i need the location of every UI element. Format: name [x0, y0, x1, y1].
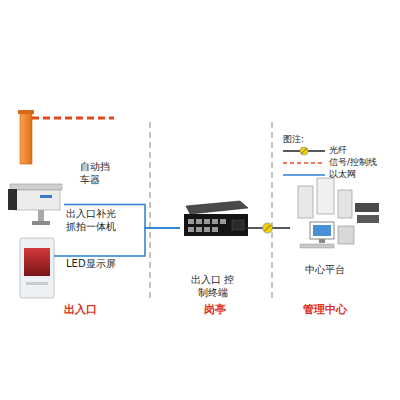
zone-separator — [149, 122, 150, 300]
device-label: 自动挡 车器 — [80, 160, 120, 186]
server-tower — [338, 190, 352, 218]
led-display: LED显示屏 — [18, 238, 54, 298]
barrier-arm — [32, 117, 114, 120]
camera-hood — [10, 184, 62, 190]
capture-camera: 出入口补光 抓拍一体机 — [8, 178, 64, 226]
zone-label: 岗亭 — [204, 303, 226, 316]
terminal-port — [204, 227, 210, 232]
fiber-symbol — [263, 223, 273, 233]
legend-text: 以太网 — [329, 169, 356, 180]
legend-line-sample — [283, 146, 325, 156]
terminal-port — [204, 219, 210, 224]
led-screen — [24, 248, 50, 276]
legend-line — [283, 174, 325, 176]
fiber-symbol-mark — [265, 225, 271, 231]
legend-row: 光纤 — [283, 145, 347, 156]
legend-row: 以太网 — [283, 169, 356, 180]
legend-line — [283, 162, 325, 164]
camera-lens — [8, 189, 17, 210]
legend-line-sample — [283, 170, 325, 180]
terminal-top — [186, 201, 248, 214]
storage-unit — [355, 203, 379, 212]
barrier-post — [20, 112, 32, 164]
barrier-cap — [18, 110, 34, 114]
keyboard — [300, 244, 334, 248]
center-platform: 中心平台 — [290, 178, 380, 253]
terminal-port — [188, 219, 194, 224]
server-tower — [317, 178, 334, 214]
terminal-port — [212, 219, 218, 224]
monitor-screen — [313, 225, 331, 236]
camera-badge — [40, 195, 52, 198]
camera-bracket — [38, 210, 44, 222]
legend-text: 光纤 — [329, 145, 347, 156]
terminal-port — [196, 227, 202, 232]
server-tower — [298, 186, 313, 218]
terminal-front — [184, 214, 248, 236]
zone-label: 管理中心 — [303, 303, 347, 316]
device-label: 中心平台 — [300, 263, 350, 276]
terminal-port — [196, 219, 202, 224]
control-terminal: 出入口 控制终端 — [180, 200, 245, 240]
fiber-symbol-mark — [301, 148, 307, 154]
terminal-port — [188, 227, 194, 232]
monitor — [310, 222, 334, 239]
terminal-panel — [232, 220, 244, 230]
workstation — [338, 226, 354, 244]
device-label: LED显示屏 — [66, 257, 146, 270]
legend-text: 信号/控制线 — [329, 157, 377, 168]
terminal-port — [220, 219, 226, 224]
led-panel — [20, 238, 54, 298]
fiber-symbol-circle — [263, 223, 273, 233]
legend-heading: 图注: — [283, 133, 304, 146]
storage-unit — [357, 215, 379, 223]
fiber-symbol — [300, 147, 308, 155]
led-slot — [26, 282, 48, 285]
legend-row: 信号/控制线 — [283, 157, 377, 168]
legend-line-sample — [283, 158, 325, 168]
camera-base — [32, 221, 50, 225]
zone-label: 出入口 — [64, 303, 97, 316]
device-label: 出入口 控制终端 — [188, 273, 238, 299]
camera-body — [14, 190, 60, 210]
barrier-gate: 自动挡 车器 — [15, 110, 45, 205]
zone-separator — [271, 122, 272, 300]
device-label: 出入口补光 抓拍一体机 — [66, 207, 126, 233]
monitor-stand — [319, 239, 325, 243]
terminal-port — [212, 227, 218, 232]
ethernet-line — [54, 228, 180, 256]
